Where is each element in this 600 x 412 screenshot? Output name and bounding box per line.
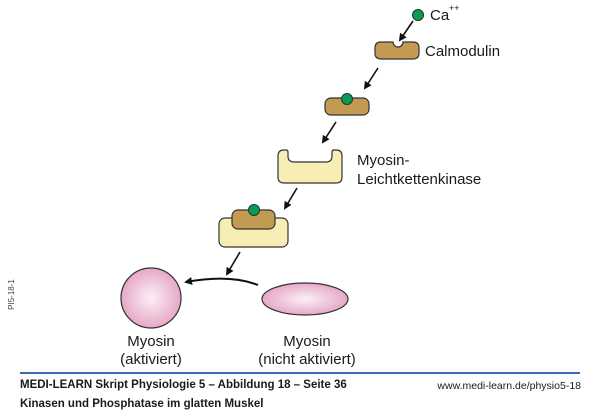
myosin-inactive-label-line2: (nicht aktiviert)	[258, 351, 356, 368]
calmodulin-shape	[374, 41, 420, 60]
activation-curve-arrow	[184, 276, 259, 286]
active-kinase-calcium-icon	[248, 204, 260, 216]
myosin-inactive-label-line1: Myosin	[283, 333, 331, 350]
myosin-inactive-shape	[261, 282, 349, 316]
footer-title: MEDI-LEARN Skript Physiologie 5 – Abbild…	[20, 379, 347, 391]
calcium-label: Ca	[430, 7, 450, 24]
bound-calcium-icon	[341, 93, 353, 105]
myosin-active-label-line1: Myosin	[127, 333, 175, 350]
myosin-active-shape	[120, 267, 182, 329]
footer-subtitle: Kinasen und Phosphatase im glatten Muske…	[20, 398, 264, 410]
arrow-calmodulin-to-complex	[363, 67, 379, 90]
kinase-label-line2: Leichtkettenkinase	[357, 171, 481, 188]
calmodulin-label: Calmodulin	[425, 43, 500, 60]
arrow-kinase-to-active-complex	[283, 187, 298, 210]
footer-url-link[interactable]: www.medi-learn.de/physio5-18	[437, 380, 581, 392]
arrow-kinase-to-activation	[225, 251, 241, 276]
kinase-label-line1: Myosin-	[357, 152, 410, 169]
calcium-charge-label: ++	[449, 3, 460, 13]
pathway-diagram: Ca ++ Calmodulin Myosin- Leichtkettenkin…	[120, 3, 500, 368]
arrow-calcium-to-calmodulin	[398, 20, 414, 42]
myosin-active-label-line2: (aktiviert)	[120, 351, 182, 368]
calcium-ion-icon	[412, 9, 424, 21]
footer-divider	[20, 372, 580, 374]
myosin-light-chain-kinase-shape	[277, 149, 343, 184]
arrow-complex-to-kinase	[321, 121, 337, 144]
